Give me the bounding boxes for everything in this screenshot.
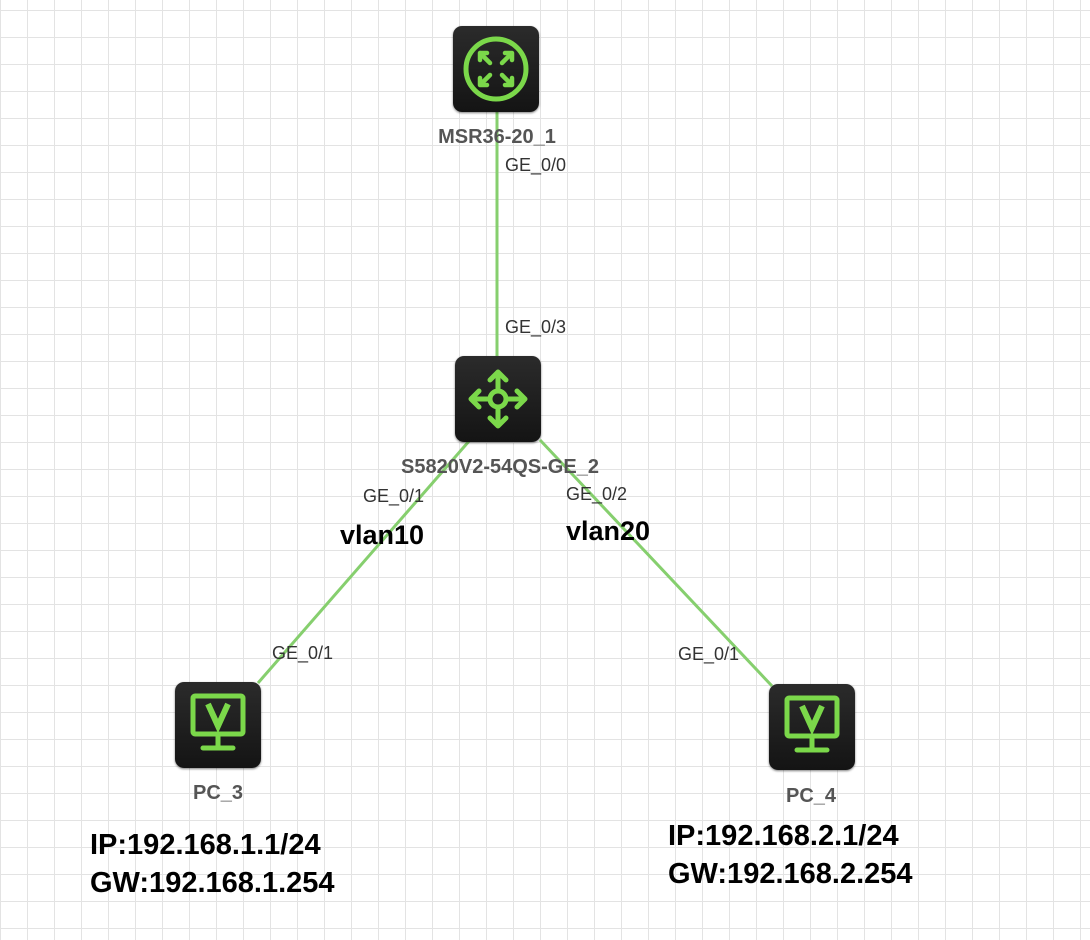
link-switch-pc4[interactable] [538, 438, 774, 688]
link-switch-pc3[interactable] [256, 439, 472, 684]
vlan-label-left: vlan10 [340, 520, 425, 550]
port-label-switch-ge0-1: GE_0/1 [363, 486, 425, 506]
pc3-address-block: IP:192.168.1.1/24 GW:192.168.1.254 [90, 826, 335, 902]
port-label-pc3-ge0-1: GE_0/1 [272, 643, 334, 663]
vlan-label-right: vlan20 [566, 516, 651, 546]
pc4-device[interactable] [769, 684, 855, 770]
pc4-label: PC_4 [785, 785, 837, 807]
pc4-address-block: IP:192.168.2.1/24 GW:192.168.2.254 [668, 817, 913, 893]
switch-device[interactable] [455, 356, 541, 442]
router-device[interactable] [453, 26, 539, 112]
port-label-switch-ge0-2: GE_0/2 [566, 484, 628, 504]
pc-monitor-icon [190, 693, 246, 751]
pc3-device[interactable] [175, 682, 261, 768]
port-label-switch-ge0-3: GE_0/3 [505, 317, 567, 337]
pc3-gateway: GW:192.168.1.254 [90, 867, 335, 899]
pc4-gateway: GW:192.168.2.254 [668, 858, 913, 890]
router-icon [463, 36, 529, 102]
port-label-pc4-ge0-1: GE_0/1 [678, 644, 740, 664]
switch-icon [468, 369, 528, 429]
pc-monitor-icon [784, 695, 840, 753]
pc3-ip: IP:192.168.1.1/24 [90, 829, 321, 861]
pc3-label: PC_3 [192, 782, 244, 804]
port-label-router-ge0-0: GE_0/0 [505, 155, 567, 175]
pc4-ip: IP:192.168.2.1/24 [668, 820, 899, 852]
router-label: MSR36-20_1 [438, 126, 556, 148]
switch-label: S5820V2-54QS-GE_2 [401, 456, 599, 478]
